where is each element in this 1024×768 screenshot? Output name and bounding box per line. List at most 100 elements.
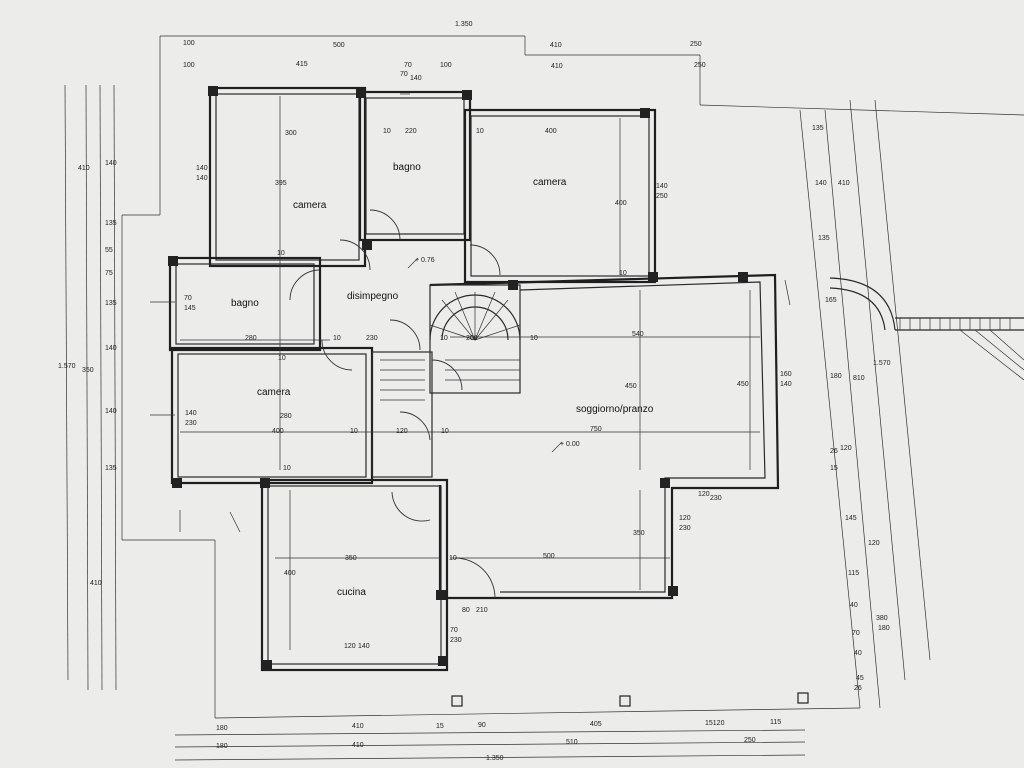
- bottom-dim-2: 410: [352, 723, 364, 730]
- window-tag-8a: 120: [698, 491, 710, 498]
- dim-soggiorno-540: 540: [632, 331, 644, 338]
- right-dim-12: 26: [830, 448, 838, 455]
- bottom-dim-7: 115: [770, 719, 781, 726]
- right-dimensions: 135 140 410 135 165 180 810 1.570 120 14…: [812, 125, 891, 692]
- dim-stair-10: 10: [440, 335, 448, 342]
- top-dim-4: 250: [690, 41, 702, 48]
- dim-stair-10b: 10: [530, 335, 538, 342]
- dim-camera-w-120: 120: [396, 428, 408, 435]
- dim-soggiorno-500: 500: [543, 553, 555, 560]
- right-dim-17: 40: [854, 650, 862, 657]
- left-dimensions: 410 140 135 55 75 135 140 1.570 350 140 …: [58, 160, 117, 587]
- external-lines: [64, 35, 1024, 761]
- dim-cucina-350: 350: [345, 555, 357, 562]
- dim-camera-ne-h: 400: [615, 200, 627, 207]
- doors: [289, 209, 501, 599]
- bottom-dim-6: 15120: [705, 720, 725, 727]
- window-tag-4b: 145: [184, 305, 196, 312]
- walls: [168, 86, 780, 672]
- dim-bagno-n-10: 10: [383, 128, 391, 135]
- window-tag-5b: 230: [185, 420, 197, 427]
- dim-disimpegno-230: 230: [366, 335, 378, 342]
- right-dim-3: 410: [838, 180, 850, 187]
- top-dim-total: 1.350: [455, 21, 473, 28]
- top-dim-r3-5: 410: [551, 63, 563, 70]
- right-dim-16: 70: [852, 630, 860, 637]
- window-tag-9a: 80: [462, 607, 470, 614]
- top-dim-r3-3: 70: [404, 62, 412, 69]
- dim-soggiorno-350v: 350: [633, 530, 645, 537]
- window-tag-8b: 230: [710, 495, 722, 502]
- right-dim-5: 165: [825, 297, 837, 304]
- bottom-dim-3: 15: [436, 723, 444, 730]
- left-dim-5: 75: [105, 270, 113, 277]
- window-tag-7b: 230: [679, 525, 691, 532]
- window-tag-11b: 140: [358, 643, 370, 650]
- top-dim-r3-4: 100: [440, 62, 452, 69]
- dim-soggiorno-450b: 450: [737, 381, 749, 388]
- dim-nw-10: 10: [277, 250, 285, 257]
- dim-soggiorno-750: 750: [590, 426, 602, 433]
- window-tag-4a: 70: [184, 295, 192, 302]
- window-tag-2a: 70: [400, 71, 408, 78]
- room-dimension-texts: 300 395 220 10 400 10 400 280 10 230 10 …: [245, 128, 749, 577]
- window-tag-2b: 140: [410, 75, 422, 82]
- right-dim-14: 115: [848, 570, 859, 577]
- left-dim-10: 140: [105, 408, 117, 415]
- pillars: [168, 86, 809, 707]
- right-dim-15: 40: [850, 602, 858, 609]
- right-dim-6: 180: [830, 373, 842, 380]
- left-dim-6: 135: [105, 300, 117, 307]
- bottom-dim-total: 1.350: [486, 755, 504, 762]
- left-dim-1: 410: [78, 165, 90, 172]
- room-label-bagno-w: bagno: [231, 298, 259, 309]
- right-dim-4: 135: [818, 235, 830, 242]
- bottom-dim-r2-2: 410: [352, 742, 364, 749]
- right-dim-9: 120: [840, 445, 852, 452]
- outdoor-marks: [150, 93, 791, 533]
- dim-camera-nw-h: 395: [275, 180, 287, 187]
- dim-soggiorno-450: 450: [625, 383, 637, 390]
- right-dim-8: 1.570: [873, 360, 891, 367]
- window-tag-6b: 140: [780, 381, 792, 388]
- level-marker-upper: + 0.76: [415, 257, 435, 264]
- bottom-dim-1: 180: [216, 725, 228, 732]
- window-tag-6a: 160: [780, 371, 792, 378]
- top-dim-3: 410: [550, 42, 562, 49]
- bottom-dim-r2-3: 510: [566, 739, 578, 746]
- dim-bagno-n-w: 220: [405, 128, 417, 135]
- window-tag-5a: 140: [185, 410, 197, 417]
- top-dimensions: 1.350 100 500 410 250 100 415 70 100 410…: [183, 21, 706, 70]
- bottom-dim-r2-1: 180: [216, 743, 228, 750]
- dim-disimpegno-10: 10: [333, 335, 341, 342]
- left-dim-7: 140: [105, 345, 117, 352]
- dim-camera-w-400: 400: [272, 428, 284, 435]
- room-label-cucina: cucina: [337, 587, 366, 598]
- dim-camera-w-280: 280: [280, 413, 292, 420]
- window-tag-10a: 70: [450, 627, 458, 634]
- left-dim-8: 1.570: [58, 363, 76, 370]
- room-label-camera-w: camera: [257, 387, 291, 398]
- window-tag-1b: 140: [196, 175, 208, 182]
- bottom-dimensions: 180 410 15 90 405 15120 115 180 410 510 …: [216, 719, 781, 762]
- internal-dimension-lines: [180, 96, 760, 650]
- right-dim-1: 135: [812, 125, 824, 132]
- window-tags: 140 140 70 140 140 250 70 145 140 230 16…: [184, 71, 792, 650]
- top-dim-2: 500: [333, 42, 345, 49]
- left-dim-4: 55: [105, 247, 113, 254]
- bottom-dim-5: 405: [590, 721, 602, 728]
- window-tag-7a: 120: [679, 515, 691, 522]
- dim-camera-ne-10: 10: [476, 128, 484, 135]
- room-label-disimpegno: disimpegno: [347, 291, 399, 302]
- room-label-camera-ne: camera: [533, 177, 567, 188]
- bottom-dim-4: 90: [478, 722, 486, 729]
- window-tag-3b: 250: [656, 193, 668, 200]
- dim-camera-w-10b: 10: [441, 428, 449, 435]
- room-label-soggiorno: soggiorno/pranzo: [576, 404, 654, 415]
- dim-camera-ne-w: 400: [545, 128, 557, 135]
- exterior-stair: [829, 277, 1024, 381]
- dim-cucina-10: 10: [449, 555, 457, 562]
- window-tag-10b: 230: [450, 637, 462, 644]
